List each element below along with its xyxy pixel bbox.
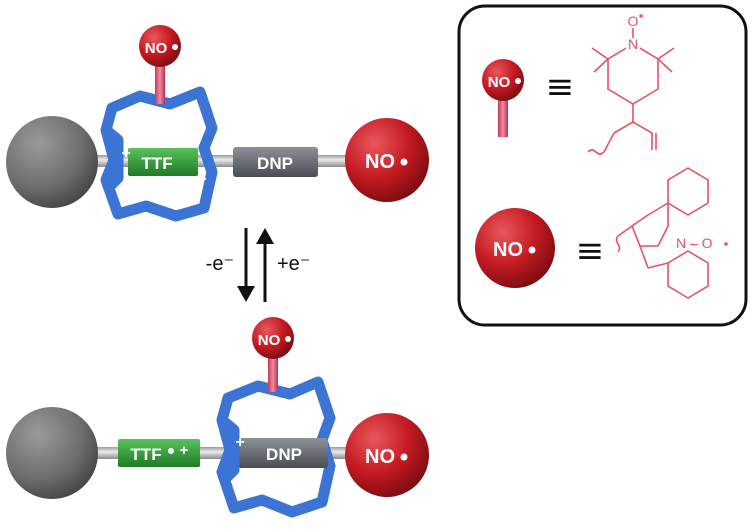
bottom-nitroxide-stopper [345, 413, 429, 497]
top-dnp-label: DNP [257, 154, 293, 173]
oxidation-arrowhead [237, 286, 255, 302]
top-ring-nitroxide-ball [139, 25, 181, 67]
bottom-ring-charge-1: + [235, 434, 244, 451]
top-ring-nitroxide-label: NO [145, 40, 168, 57]
top-gray-stopper [6, 116, 98, 208]
bottom-ring-front [218, 415, 240, 486]
legend-small-label: NO [488, 74, 511, 91]
legend-large-o-radical-dot [724, 242, 728, 246]
top-ring-front [102, 125, 124, 194]
legend-large-ball [475, 208, 555, 288]
legend-small-stem [498, 95, 508, 137]
bottom-nitroxide-stopper-radical-dot [400, 453, 408, 461]
legend-large-radical-dot [528, 246, 536, 254]
legend-small-o-radical-dot [639, 14, 643, 18]
bottom-ttf-label: TTF [130, 445, 161, 464]
top-ttf-station: TTF [128, 148, 198, 176]
legend-small-ball [482, 59, 524, 101]
legend-large-label: NO [493, 239, 523, 261]
top-ring-charge-4: + [197, 171, 206, 188]
bottom-dnp-label: DNP [266, 445, 302, 464]
reduction-label: +e⁻ [277, 253, 310, 275]
bottom-rotaxane: TTF + DNP + + + + NO NO [6, 317, 429, 518]
bottom-ring-nitroxide-radical-dot [285, 336, 291, 342]
legend-large-equiv: ≡ [576, 231, 605, 271]
bottom-ring-nitroxide-stem [268, 352, 278, 392]
legend-large-atom-label: N – O [676, 235, 713, 251]
bottom-ttf-station: TTF + [118, 439, 200, 467]
legend-small-o-atom: O [628, 13, 639, 29]
legend-small-structure [587, 28, 675, 155]
top-nitroxide-stopper [345, 118, 429, 202]
bottom-dnp-station: DNP [238, 438, 328, 468]
top-rotaxane: TTF + + + + NO DNP NO [6, 25, 429, 222]
top-nitroxide-stopper-label: NO [365, 151, 395, 173]
top-nitroxide-stopper-radical-dot [400, 158, 408, 166]
bottom-ring-nitroxide-ball [252, 317, 294, 359]
bottom-ring-charge-2: + [235, 478, 244, 495]
top-ring-charge-2: + [121, 184, 130, 201]
bottom-ring-charge-4: + [313, 465, 322, 482]
top-ring-nitroxide-radical-dot [172, 44, 178, 50]
bottom-ring-back [216, 376, 336, 518]
bottom-ring-nitroxide-label: NO [258, 332, 281, 349]
oxidation-label: -e⁻ [206, 253, 234, 275]
bottom-nitroxide-stopper-label: NO [365, 446, 395, 468]
legend-small-n-atom: N [628, 36, 638, 52]
legend-small-radical-dot [515, 78, 521, 84]
legend-box: NO ≡ N O NO ≡ [457, 4, 748, 327]
bottom-ring-charge-3: + [313, 408, 322, 425]
legend-large-structure [615, 167, 709, 299]
top-ring-back [100, 86, 218, 222]
top-ring-charge-3: + [196, 123, 205, 140]
bottom-gray-stopper [6, 407, 98, 499]
reduction-arrowhead [256, 228, 274, 244]
top-dnp-station: DNP [233, 147, 318, 177]
top-ring-charge-1: + [121, 145, 130, 162]
redox-arrows: -e⁻ +e⁻ [206, 228, 310, 302]
top-ring-nitroxide-stem [155, 62, 165, 104]
bottom-ttf-charge: + [180, 442, 189, 459]
legend-small-equiv: ≡ [546, 67, 575, 107]
top-ttf-label: TTF [141, 154, 172, 173]
bottom-ttf-radical-dot [168, 448, 174, 454]
